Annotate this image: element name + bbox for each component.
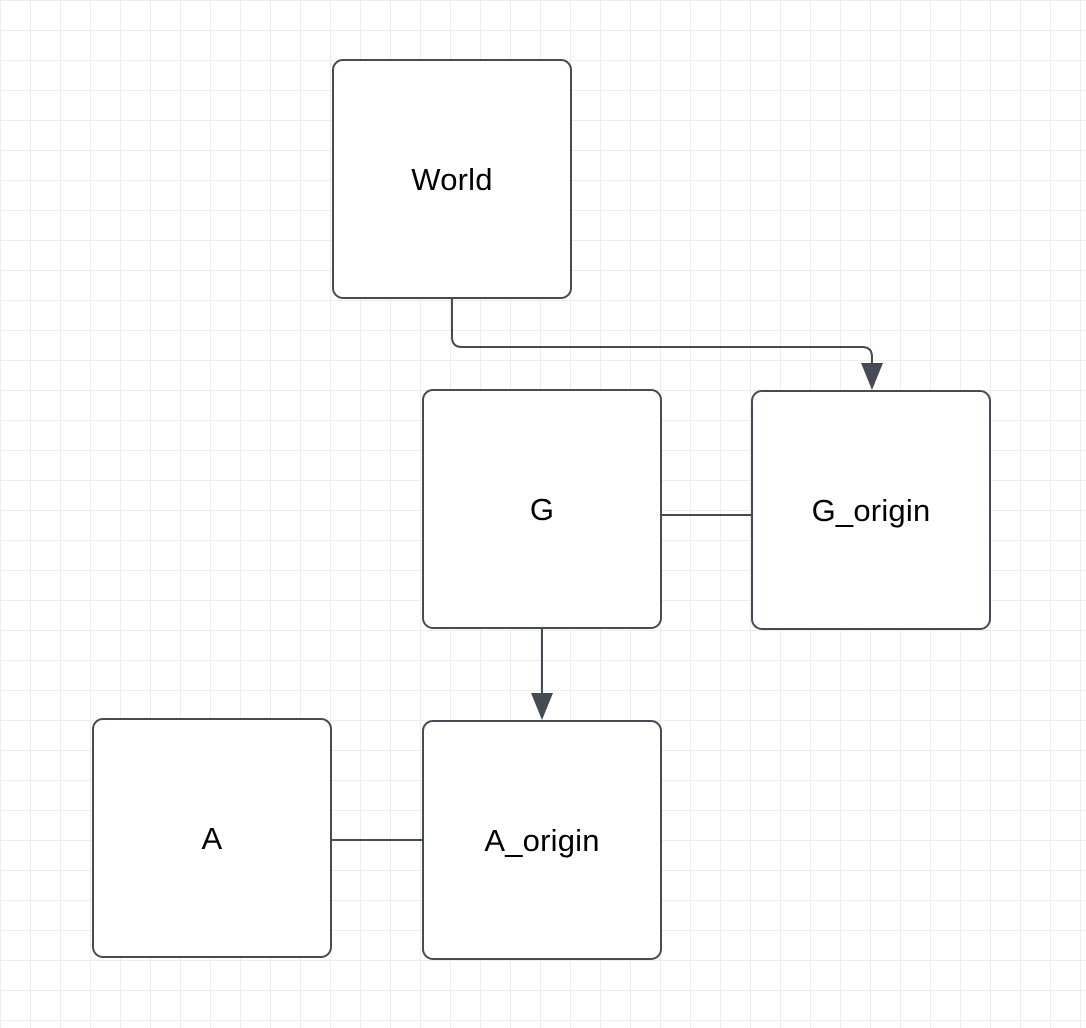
node-g[interactable]: G: [422, 389, 662, 629]
edge-line: [451, 299, 873, 364]
node-a-origin[interactable]: A_origin: [422, 720, 662, 960]
node-label-g-origin: G_origin: [811, 492, 931, 528]
node-label-a-origin: A_origin: [484, 822, 600, 858]
arrowhead-icon: [861, 363, 883, 390]
arrowhead-icon: [531, 693, 553, 720]
node-label-g: G: [529, 491, 555, 527]
edge-world-to-g_origin: [451, 299, 883, 390]
node-world[interactable]: World: [332, 59, 572, 299]
node-label-a: A: [201, 820, 223, 856]
node-label-world: World: [411, 161, 493, 197]
node-g-origin[interactable]: G_origin: [751, 390, 991, 630]
edge-g-to-a_origin: [531, 629, 553, 720]
node-a[interactable]: A: [92, 718, 332, 958]
